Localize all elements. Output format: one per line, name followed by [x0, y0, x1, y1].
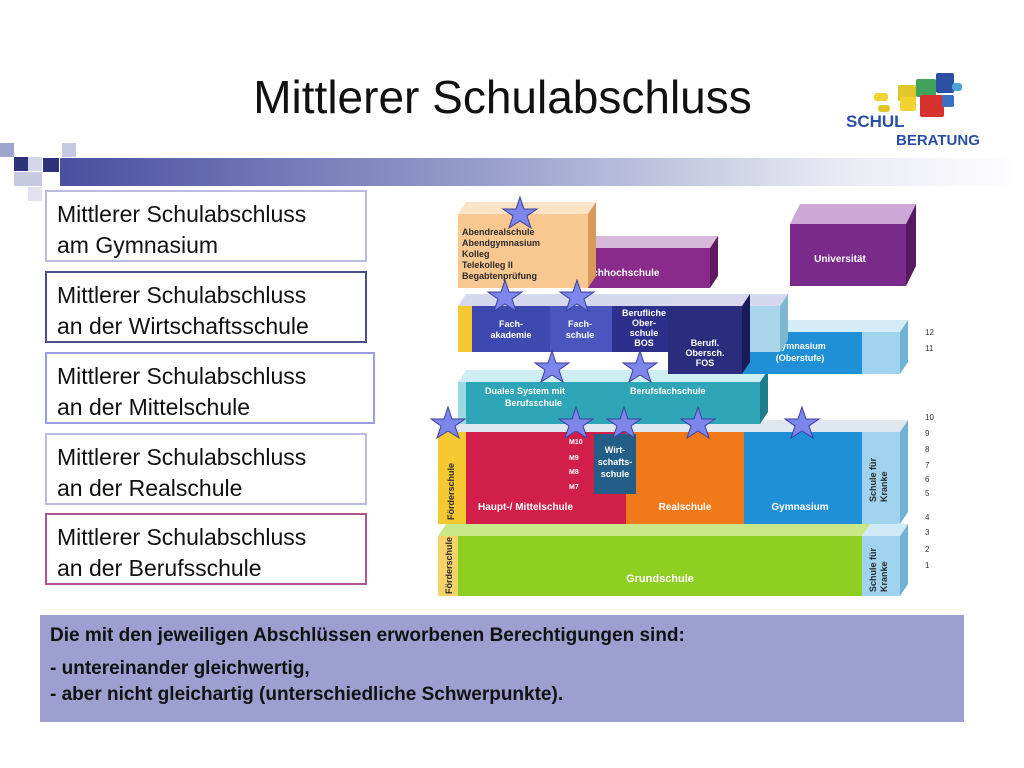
- grade-6: 6: [925, 475, 930, 484]
- stars: [430, 195, 821, 440]
- box-line: Mittlerer Schulabschluss: [57, 363, 307, 389]
- star-icon: [501, 195, 539, 230]
- info-box: Die mit den jeweiligen Abschlüssen erwor…: [40, 615, 964, 722]
- berufliche-ober-block: Fach- akademie Fach- schule Berufliche O…: [458, 294, 788, 352]
- grundschule-label: Grundschule: [626, 573, 694, 585]
- kranke-label-low-2: Kranke: [879, 561, 889, 592]
- school-system-diagram: Grundschule Förderschule Schule für Kran…: [430, 195, 934, 596]
- box-mittelschule: Mittlerer Schulabschluss an der Mittelsc…: [45, 352, 375, 424]
- info-point-2: - aber nicht gleichartig (unterschiedlic…: [50, 684, 564, 705]
- box-line: Mittlerer Schulabschluss: [57, 524, 307, 550]
- kranke-label-mid-1: Schule für: [868, 457, 878, 502]
- box-realschule: Mittlerer Schulabschluss an der Realschu…: [45, 433, 367, 505]
- box-wirtschaftsschule: Mittlerer Schulabschluss an der Wirtscha…: [45, 271, 367, 343]
- grade-11: 11: [925, 344, 934, 353]
- gymnasium-ober-label-2: (Oberstufe): [776, 353, 825, 363]
- bos-label-1: Berufliche: [622, 308, 666, 318]
- wirtschaftsschule-label-1: Wirt-: [605, 445, 625, 455]
- box-line: Mittlerer Schulabschluss: [57, 282, 307, 308]
- star-icon: [605, 405, 643, 440]
- foerderschule-label-mid: Förderschule: [446, 463, 456, 520]
- wirtschaftsschule-label-2: schafts-: [598, 457, 633, 467]
- box-line: am Gymnasium: [57, 232, 219, 258]
- grade-8: 8: [925, 445, 930, 454]
- universitaet-block: Universität: [790, 204, 916, 286]
- abend-block: Abendrealschule Abendgymnasium Kolleg Te…: [458, 202, 596, 288]
- logo-text-beratung: BERATUNG: [896, 132, 980, 149]
- duales-label-2: Berufsschule: [505, 398, 562, 408]
- star-icon: [533, 349, 571, 384]
- box-gymnasium: Mittlerer Schulabschluss am Gymnasium: [45, 190, 367, 262]
- fos-label-1: Berufl.: [691, 338, 720, 348]
- box-line: Mittlerer Schulabschluss: [57, 444, 307, 470]
- haupt-label: Haupt-/ Mittelschule: [478, 502, 573, 513]
- grade-5: 5: [925, 489, 930, 498]
- box-line: an der Berufsschule: [57, 555, 262, 581]
- fos-block: Berufl. Obersch. FOS: [668, 294, 750, 374]
- star-icon: [486, 278, 524, 313]
- info-point-1: - untereinander gleichwertig,: [50, 658, 310, 679]
- star-icon: [558, 278, 596, 313]
- grade-axis: 12 11 10 9 8 7 6 5 4 3 2 1: [925, 328, 934, 570]
- bos-label-3: schule: [630, 328, 659, 338]
- grade-2: 2: [925, 545, 930, 554]
- fachschule-label-2: schule: [566, 330, 595, 340]
- page-title: Mittlerer Schulabschluss: [253, 71, 752, 123]
- bos-label-4: BOS: [634, 338, 654, 348]
- grade-4: 4: [925, 513, 930, 522]
- box-line: an der Mittelschule: [57, 394, 251, 420]
- abend-label-5: Begabtenprüfung: [462, 271, 537, 281]
- fachhochschule-label: Fachhochschule: [581, 268, 660, 279]
- grade-m10: M10: [569, 439, 583, 446]
- logo-text-schul: SCHUL: [846, 112, 905, 131]
- sek1-block: Förderschule Haupt-/ Mittelschule M10 M9…: [438, 420, 908, 524]
- grade-m7: M7: [569, 484, 579, 491]
- abend-label-2: Abendgymnasium: [462, 238, 540, 248]
- kranke-label-low-1: Schule für: [868, 547, 878, 592]
- fos-label-2: Obersch.: [685, 348, 724, 358]
- grade-10: 10: [925, 413, 934, 422]
- gymnasium-label: Gymnasium: [771, 502, 828, 513]
- grade-m8: M8: [569, 469, 579, 476]
- berufsfachschule-label: Berufsfachschule: [630, 386, 706, 396]
- grade-9: 9: [925, 429, 930, 438]
- grade-m9: M9: [569, 455, 579, 462]
- star-icon: [557, 405, 595, 440]
- fos-label-3: FOS: [696, 358, 715, 368]
- fachakademie-label-1: Fach-: [499, 319, 523, 329]
- kranke-label-mid-2: Kranke: [879, 471, 889, 502]
- fachakademie-label-2: akademie: [490, 330, 531, 340]
- box-line: an der Realschule: [57, 475, 243, 501]
- duales-block: Duales System mit Berufsschule Berufsfac…: [458, 370, 768, 424]
- fachschule-label-1: Fach-: [568, 319, 592, 329]
- bos-label-2: Ober-: [632, 318, 656, 328]
- schulberatung-logo: SCHUL BERATUNG: [846, 73, 980, 149]
- grade-3: 3: [925, 528, 930, 537]
- grade-1: 1: [925, 561, 930, 570]
- grade-12: 12: [925, 328, 934, 337]
- abend-label-1: Abendrealschule: [462, 227, 535, 237]
- star-icon: [621, 349, 659, 384]
- wirtschaftsschule-label-3: schule: [601, 469, 630, 479]
- puzzle-icon: [874, 73, 962, 117]
- star-icon: [679, 405, 717, 440]
- gymnasium-ober-label-1: Gymnasium: [774, 341, 826, 351]
- foerderschule-label-low: Förderschule: [444, 537, 454, 594]
- duales-label-1: Duales System mit: [485, 386, 565, 396]
- abend-label-4: Telekolleg II: [462, 260, 513, 270]
- universitaet-label: Universität: [814, 254, 866, 265]
- grade-7: 7: [925, 461, 930, 470]
- star-icon: [783, 405, 821, 440]
- info-heading: Die mit den jeweiligen Abschlüssen erwor…: [50, 625, 685, 646]
- grundschule-block: Grundschule Förderschule Schule für Kran…: [438, 524, 908, 596]
- box-berufsschule: Mittlerer Schulabschluss an der Berufssc…: [45, 513, 367, 585]
- box-line: an der Wirtschaftsschule: [57, 313, 309, 339]
- star-icon: [430, 405, 467, 440]
- realschule-label: Realschule: [659, 502, 712, 513]
- box-line: Mittlerer Schulabschluss: [57, 201, 307, 227]
- abend-label-3: Kolleg: [462, 249, 490, 259]
